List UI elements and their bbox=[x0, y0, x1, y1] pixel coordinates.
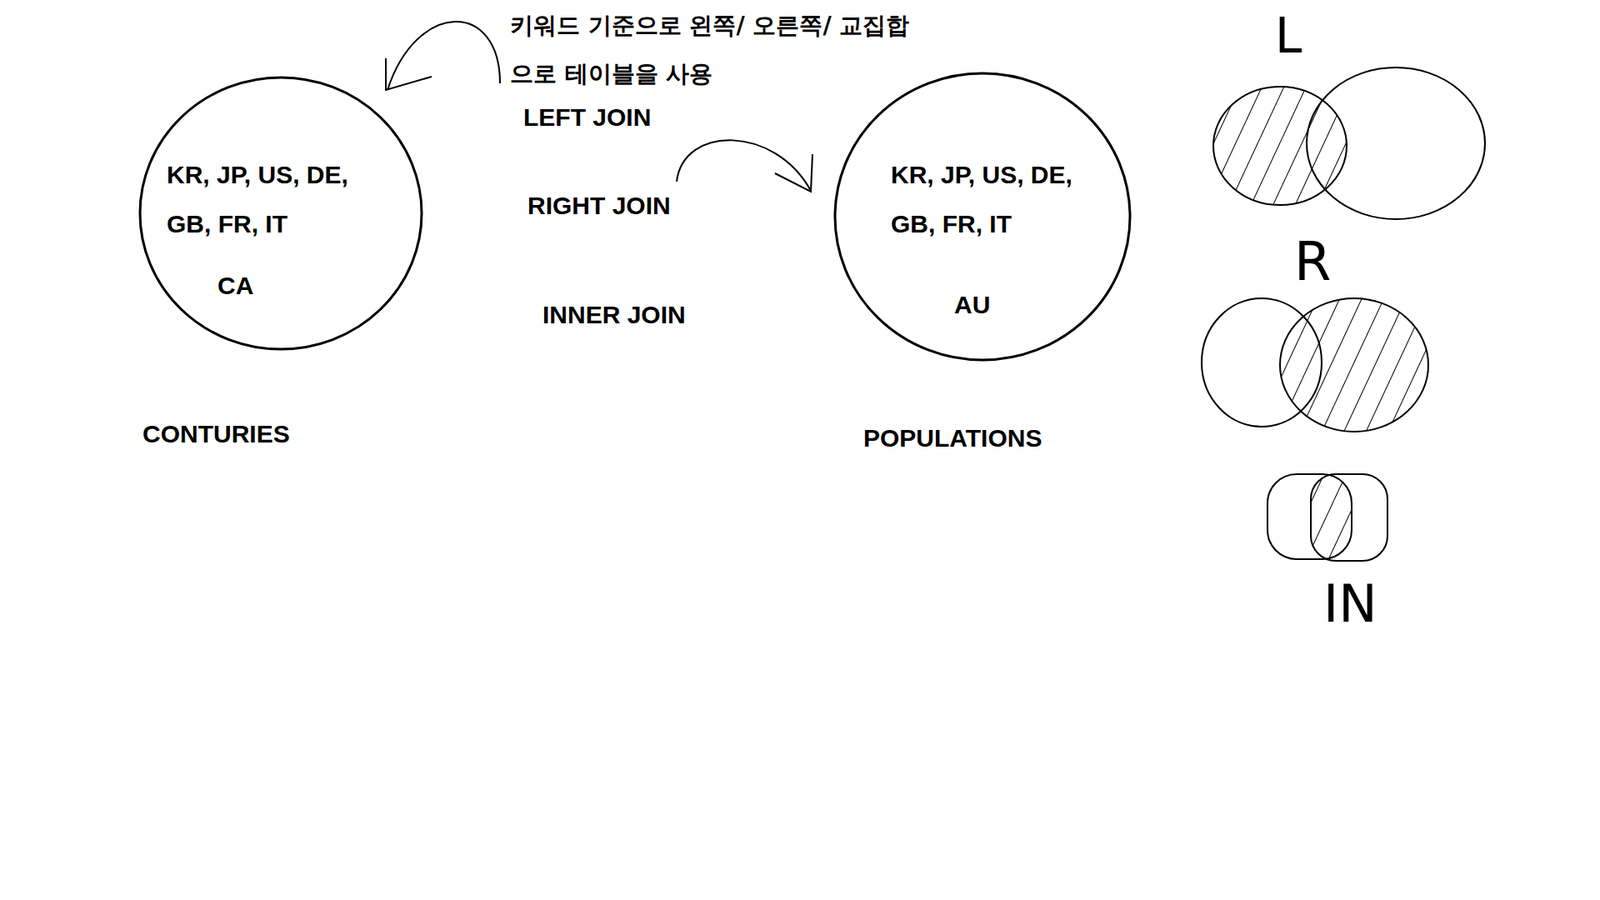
venn-letter: L bbox=[1275, 11, 1302, 60]
pointer-arrow bbox=[387, 21, 500, 90]
venn-letter: IN bbox=[1323, 578, 1378, 630]
table-name: CONTURIES bbox=[142, 419, 410, 450]
arrow-head bbox=[775, 154, 813, 192]
venn-shape bbox=[1310, 474, 1388, 561]
key-list: KR, JP, US, DE, GB, FR, IT bbox=[166, 150, 384, 249]
venn-hatched bbox=[1310, 474, 1352, 560]
pointer-arrow bbox=[676, 140, 811, 191]
table-circle: POPULATIONSKR, JP, US, DE, GB, FR, ITAU bbox=[833, 71, 1132, 362]
table-name: POPULATIONS bbox=[863, 423, 1130, 454]
key-item: AU bbox=[954, 280, 1055, 330]
join-label: LEFT JOIN bbox=[523, 102, 651, 133]
venn-hatched bbox=[1213, 86, 1347, 205]
key-list: KR, JP, US, DE, GB, FR, IT bbox=[890, 150, 1108, 249]
join-label: RIGHT JOIN bbox=[527, 190, 671, 221]
join-label: INNER JOIN bbox=[542, 300, 686, 330]
key-item: CA bbox=[217, 260, 318, 310]
venn-circle bbox=[1201, 298, 1322, 427]
venn-shape bbox=[1267, 474, 1352, 560]
venn-circle bbox=[1306, 67, 1485, 220]
table-circle: CONTURIESKR, JP, US, DE, GB, FR, ITCA bbox=[138, 75, 424, 351]
venn-hatched bbox=[1280, 298, 1429, 432]
venn-letter: R bbox=[1294, 235, 1331, 289]
note-text: 키워드 기준으로 왼쪽/ 오른쪽/ 교집합으로 테이블을 사용 bbox=[510, 1, 910, 99]
arrow-head bbox=[385, 58, 432, 90]
